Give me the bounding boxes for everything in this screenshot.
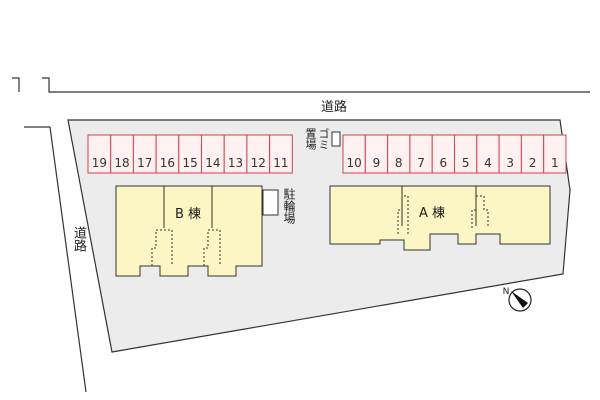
parking-right-stall-1 [543, 134, 567, 174]
parking-left-stall-number-17: 17 [137, 156, 152, 170]
left-road-label: 道路 [71, 226, 86, 252]
building-b-unit-outline-1 [151, 229, 173, 266]
parking-left-stall-11 [269, 134, 293, 174]
parking-left-stall-number-18: 18 [114, 156, 129, 170]
parking-right-stall-number-9: 9 [373, 156, 381, 170]
garbage-bin-icon [331, 131, 341, 147]
parking-left-stall-number-13: 13 [228, 156, 243, 170]
building-a-unit-outline-1 [397, 195, 409, 234]
parking-row-left: 19 18 17 16 15 14 13 12 11 [87, 134, 293, 174]
building-a-unit-outline-2 [471, 195, 489, 228]
compass-needle [511, 291, 528, 308]
parking-left-stall-number-11: 11 [273, 156, 288, 170]
north-arrow-icon: N [503, 287, 532, 312]
building-a: A 棟 [329, 185, 551, 251]
parking-right-stall-number-5: 5 [462, 156, 470, 170]
road-edge-top [42, 77, 590, 93]
parking-left-stall-number-19: 19 [92, 156, 107, 170]
left-road [24, 126, 87, 393]
site-lot [67, 119, 571, 353]
parking-left-stall-number-12: 12 [251, 156, 266, 170]
top-road: 道路 [12, 77, 590, 115]
parking-left-stall-number-14: 14 [205, 156, 220, 170]
parking-right-stall-number-7: 7 [417, 156, 425, 170]
parking-left-stall-number-16: 16 [160, 156, 175, 170]
bicycle-parking-icon [262, 189, 279, 216]
parking-right-stall-number-2: 2 [529, 156, 537, 170]
parking-right-stall-number-3: 3 [506, 156, 514, 170]
building-b: B 棟 [115, 185, 263, 277]
parking-right-stall-number-1: 1 [551, 156, 559, 170]
top-road-label: 道路 [321, 99, 347, 115]
parking-left-stall-number-15: 15 [183, 156, 198, 170]
building-b-label: B 棟 [175, 207, 201, 222]
parking-right-stall-number-10: 10 [347, 156, 362, 170]
garbage-area-label: ゴミ 置場 [304, 128, 330, 150]
building-b-shape [115, 185, 263, 277]
road-edge-left [49, 126, 87, 393]
road-corner-left [12, 77, 20, 92]
compass-north-label: N [503, 287, 510, 297]
parking-right-stall-number-8: 8 [395, 156, 403, 170]
building-a-shape [329, 185, 551, 251]
parking-right-stall-number-4: 4 [484, 156, 492, 170]
building-b-unit-outline-2 [203, 229, 221, 266]
building-a-label: A 棟 [419, 206, 445, 221]
bicycle-parking-label: 駐輪場 [282, 188, 296, 224]
parking-right-stall-number-6: 6 [440, 156, 448, 170]
